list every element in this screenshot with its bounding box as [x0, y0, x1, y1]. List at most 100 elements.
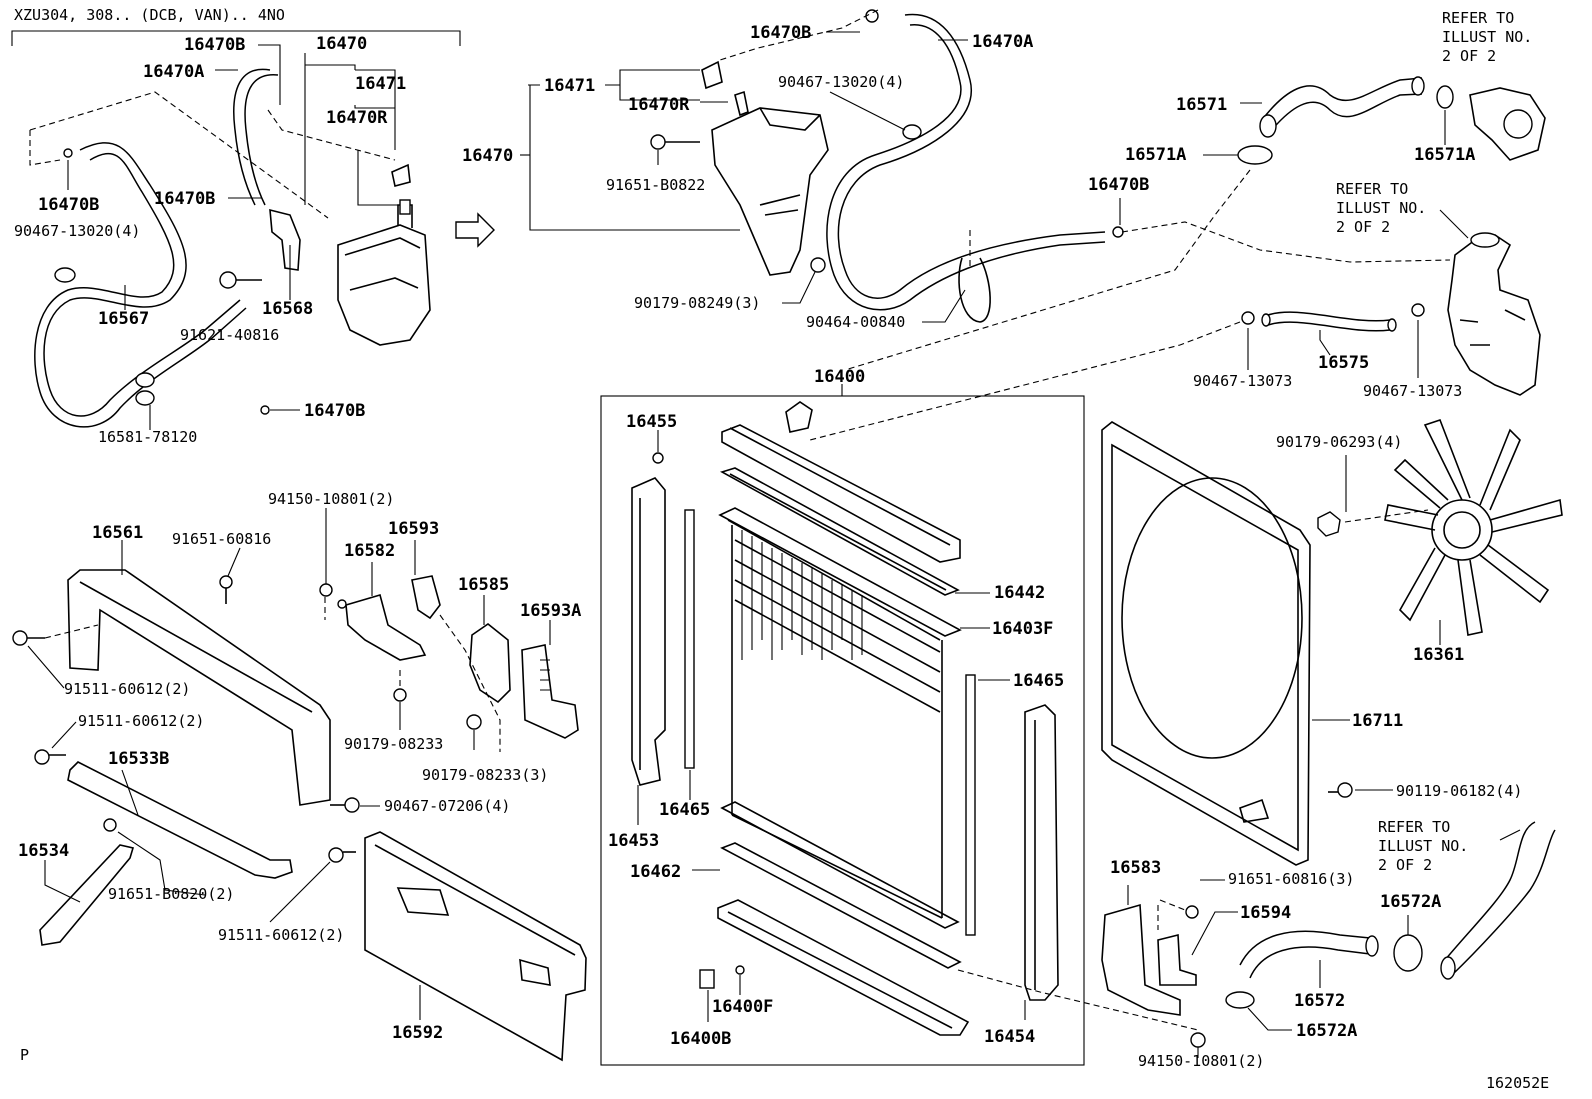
side-bracket-16454	[1024, 704, 1059, 1001]
label-91651-60816-3: 91651-60816(3)	[1228, 870, 1354, 888]
dash-16575-to-radiator	[809, 321, 1241, 441]
radiator-box	[600, 395, 1085, 1066]
clamp-16571A-left	[1237, 145, 1273, 165]
label-16470B-d: 16470B	[304, 401, 365, 421]
hose-16572	[1239, 930, 1379, 979]
nut-90179-06293	[1317, 511, 1341, 537]
label-16465-a: 16465	[1013, 671, 1064, 691]
refer-bottom-2: ILLUST NO.	[1378, 837, 1468, 855]
rod-16533B	[67, 761, 293, 879]
lead-16594	[1191, 911, 1238, 956]
fan-16361	[1384, 418, 1563, 636]
label-16585: 16585	[458, 575, 509, 595]
cushion-16593	[411, 575, 441, 620]
dash-top-left	[29, 91, 329, 219]
lead-16470B-a	[258, 44, 281, 105]
lead-16533B	[121, 769, 139, 816]
lead-91511-60612-b	[51, 721, 77, 749]
lead-91511-60612-a	[27, 645, 65, 689]
label-90179-08249: 90179-08249(3)	[634, 294, 760, 312]
drain-16400F	[735, 965, 745, 975]
side-bracket-16453	[631, 477, 666, 786]
label-16470B-c: 16470B	[38, 195, 99, 215]
lead-16471-a	[354, 105, 395, 109]
label-91651-B0822: 91651-B0822	[606, 176, 705, 194]
dash-brackets	[324, 597, 501, 752]
gasket-16442	[719, 467, 960, 596]
dash-center-top	[719, 9, 879, 61]
label-90467-13073-b: 90467-13073	[1363, 382, 1462, 400]
label-16594: 16594	[1240, 903, 1291, 923]
lead-90179-08249	[782, 271, 816, 304]
label-16455: 16455	[626, 412, 677, 432]
hose-ref-bottom	[1440, 821, 1556, 980]
refer-mid-2: ILLUST NO.	[1336, 199, 1426, 217]
dash-top-left-3	[267, 109, 396, 161]
lead-refer-bottom	[1499, 829, 1521, 841]
lead-16572A-b	[1247, 1007, 1292, 1031]
nut-90179-08233-a	[393, 688, 407, 702]
label-16403F: 16403F	[992, 619, 1053, 639]
lead-90464-00840	[922, 289, 966, 323]
label-16470: 16470	[316, 34, 367, 54]
label-90467-07206: 90467-07206(4)	[384, 797, 510, 815]
label-16470B-f: 16470B	[1088, 175, 1149, 195]
drain-16400B	[699, 969, 715, 989]
refer-top-1: REFER TO	[1442, 9, 1514, 27]
footer-left: P	[20, 1046, 29, 1064]
label-16583: 16583	[1110, 858, 1161, 878]
bracket-16585	[469, 623, 511, 704]
label-16470B-b: 16470B	[154, 189, 215, 209]
dash-16571A-to-radiator	[844, 169, 1251, 371]
label-16592: 16592	[392, 1023, 443, 1043]
label-90179-08233-a: 90179-08233	[344, 735, 443, 753]
dash-bottom-center	[957, 969, 1199, 1031]
lead-90467-13020-b	[829, 91, 906, 131]
reserve-tank-detail	[711, 90, 829, 276]
dash-top-left-2	[29, 130, 61, 166]
hose-16575	[1261, 311, 1397, 332]
dash-bolt-left	[44, 624, 99, 639]
dash-16594	[1157, 899, 1186, 930]
refer-bottom-3: 2 OF 2	[1378, 856, 1432, 874]
label-16593: 16593	[388, 519, 439, 539]
label-16470A-b: 16470A	[972, 32, 1033, 52]
refer-mid-1: REFER TO	[1336, 180, 1408, 198]
radiator-core	[718, 507, 962, 929]
nut-94150-10801-a	[319, 583, 333, 597]
label-16571A-b: 16571A	[1414, 145, 1475, 165]
lead-16470R-a	[357, 150, 400, 206]
label-16470B: 16470B	[184, 35, 245, 55]
refer-top-3: 2 OF 2	[1442, 47, 1496, 65]
clamp-90467-13073-b	[1411, 303, 1425, 317]
bolt-16455	[652, 452, 664, 464]
clamp-90467-13073-a	[1241, 311, 1255, 325]
clamps-left	[54, 148, 411, 415]
label-16593A: 16593A	[520, 601, 581, 621]
label-16571: 16571	[1176, 95, 1227, 115]
model-caption: XZU304, 308.. (DCB, VAN).. 4NO	[14, 6, 285, 24]
label-90464-00840: 90464-00840	[806, 313, 905, 331]
bolt-91651-B0820	[103, 818, 117, 832]
label-16361: 16361	[1413, 645, 1464, 665]
side-seal-16465-left	[684, 509, 695, 769]
dash-16470B-to-housing	[1121, 221, 1451, 263]
label-16572A-b: 16572A	[1296, 1021, 1357, 1041]
bracket-16582	[337, 594, 427, 661]
bolt-91511-60612-b	[34, 749, 66, 765]
bracket-16594	[1157, 933, 1197, 986]
refer-top-2: ILLUST NO.	[1442, 28, 1532, 46]
label-16533B: 16533B	[108, 749, 169, 769]
label-16568: 16568	[262, 299, 313, 319]
label-16453: 16453	[608, 831, 659, 851]
label-16582: 16582	[344, 541, 395, 561]
lead-91511-60612-c	[269, 861, 331, 923]
label-16534: 16534	[18, 841, 69, 861]
bracket-16534	[39, 844, 135, 946]
label-91511-60612-a: 91511-60612(2)	[64, 680, 190, 698]
lead-16471-b	[605, 69, 700, 101]
thermostat-housing-ref	[1447, 232, 1541, 396]
label-16581-78120: 16581-78120	[98, 428, 197, 446]
